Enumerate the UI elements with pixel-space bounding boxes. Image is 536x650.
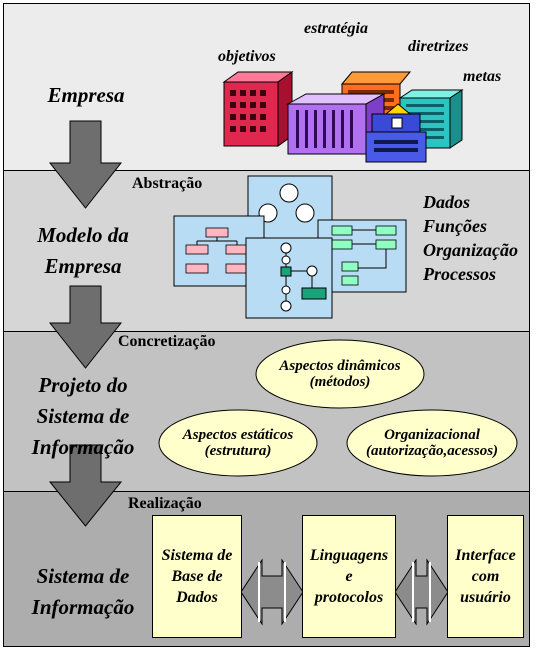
model-aspects-list: Dados Funções Organização Processos xyxy=(423,190,518,286)
ellipse-organizacional xyxy=(346,409,518,477)
model-windows-illustration xyxy=(173,175,407,319)
aspect-processos: Processos xyxy=(423,264,496,284)
level-empresa: Empresa xyxy=(47,83,125,107)
down-arrow-1 xyxy=(48,120,123,209)
ellipse-text-dinamicos: Aspectos dinâmicos(métodos) xyxy=(279,358,401,390)
label-abstracao: Abstração xyxy=(132,175,203,192)
aspect-funcoes: Funções xyxy=(423,216,488,236)
aspect-organizacao: Organização xyxy=(423,240,519,260)
label-concretizacao: Concretização xyxy=(118,333,216,350)
down-arrow-3 xyxy=(48,444,123,527)
label-objetivos: objetivos xyxy=(218,48,276,65)
aspect-dados: Dados xyxy=(423,192,471,212)
level-projeto: Projeto do Sistema de Informação xyxy=(31,373,135,459)
double-arrow-1 xyxy=(240,558,304,626)
label-realizacao: Realização xyxy=(128,495,202,512)
double-arrow-2 xyxy=(394,558,449,626)
label-diretrizes: diretrizes xyxy=(408,38,469,55)
label-estrategia: estratégia xyxy=(304,20,368,37)
ellipse-dinamicos xyxy=(255,339,425,409)
ellipse-text-organizacional: Organizacional(autorização,acessos) xyxy=(365,427,499,459)
label-metas: metas xyxy=(463,68,502,85)
buildings-illustration xyxy=(222,71,464,163)
down-arrow-2 xyxy=(48,285,123,369)
ellipse-estaticos xyxy=(158,409,318,477)
level-modelo: Modelo da Empresa xyxy=(37,223,129,278)
ellipse-text-estaticos: Aspectos estáticos(estrutura) xyxy=(182,427,294,459)
level-sistema: Sistema de Informação xyxy=(31,564,135,619)
